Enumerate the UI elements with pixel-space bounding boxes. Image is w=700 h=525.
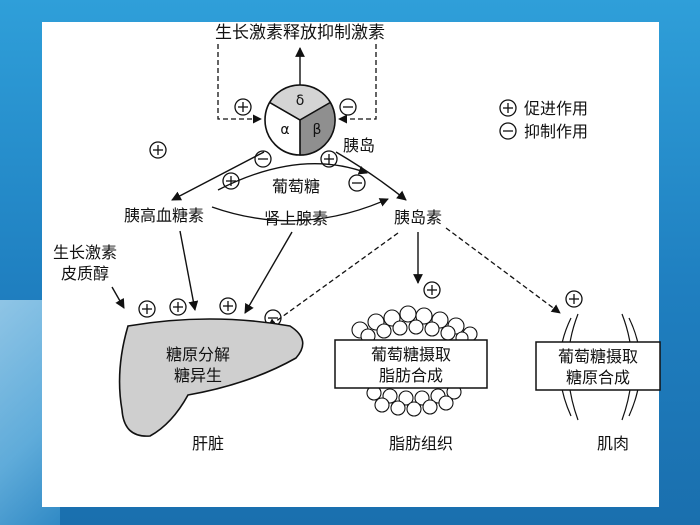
muscle-process-box bbox=[535, 341, 661, 391]
delta-cell-label: δ bbox=[296, 93, 305, 109]
fat-tissue-label: 脂肪组织 bbox=[389, 434, 453, 453]
arrow-gh-cortisol-to-liver bbox=[111, 286, 125, 309]
minus-symbol bbox=[339, 98, 357, 116]
adrenaline-label: 肾上腺素 bbox=[264, 209, 328, 228]
arrow-islet-to-insulin bbox=[335, 151, 407, 201]
fat-cells-cluster bbox=[351, 305, 478, 417]
plus-symbol bbox=[219, 297, 237, 315]
plus-symbol bbox=[423, 281, 441, 299]
arrow-insulin-to-muscle-dashed bbox=[445, 227, 561, 314]
growth-hormone-label: 生长激素 bbox=[53, 243, 117, 262]
cortisol-label: 皮质醇 bbox=[61, 264, 109, 283]
minus-symbol bbox=[254, 150, 272, 168]
plus-symbol bbox=[320, 150, 338, 168]
feedback-left-dashed bbox=[217, 44, 262, 124]
feedback-right-dashed bbox=[338, 44, 377, 124]
muscle-label: 肌肉 bbox=[597, 434, 629, 453]
muscle-process-glycogen-synthesis: 糖原合成 bbox=[566, 368, 630, 387]
plus-symbol bbox=[565, 290, 583, 308]
plus-symbol bbox=[138, 300, 156, 318]
muscle-process-glucose-uptake: 葡萄糖摄取 bbox=[558, 347, 638, 366]
minus-symbol bbox=[348, 174, 366, 192]
liver-process-gluconeogenesis: 糖异生 bbox=[174, 366, 222, 385]
fat-process-box bbox=[334, 339, 488, 389]
beta-cell-label: β bbox=[313, 122, 322, 138]
arrow-glucose-arc-lower bbox=[211, 198, 389, 222]
legend-promote-symbol bbox=[499, 99, 517, 117]
gh-release-inhibit-label: 生长激素释放抑制激素 bbox=[215, 23, 385, 43]
arrow-glucose-arc-upper bbox=[217, 163, 368, 191]
fat-process-fat-synthesis: 脂肪合成 bbox=[379, 366, 443, 385]
arrow-adrenaline-to-liver bbox=[244, 231, 293, 314]
glucose-label: 葡萄糖 bbox=[272, 177, 320, 196]
plus-symbol bbox=[222, 172, 240, 190]
arrow-insulin-to-liver-dashed bbox=[267, 232, 399, 328]
liver-process-glycogenolysis: 糖原分解 bbox=[166, 345, 230, 364]
legend-inhibit-symbol bbox=[499, 122, 517, 140]
legend-promote-label: 促进作用 bbox=[524, 99, 588, 118]
insulin-label: 胰岛素 bbox=[394, 208, 442, 227]
plus-symbol bbox=[169, 298, 187, 316]
islet-circle bbox=[264, 84, 336, 156]
glucagon-label: 胰高血糖素 bbox=[124, 206, 204, 225]
islet-label: 胰岛 bbox=[343, 136, 375, 155]
legend-inhibit-label: 抑制作用 bbox=[524, 122, 588, 141]
alpha-cell-label: α bbox=[280, 122, 289, 138]
arrow-glucagon-to-liver bbox=[179, 230, 199, 311]
plus-symbol bbox=[149, 141, 167, 159]
plus-symbol bbox=[234, 98, 252, 116]
liver-shape bbox=[118, 318, 304, 437]
liver-label: 肝脏 bbox=[192, 434, 224, 453]
fat-process-glucose-uptake: 葡萄糖摄取 bbox=[371, 345, 451, 364]
